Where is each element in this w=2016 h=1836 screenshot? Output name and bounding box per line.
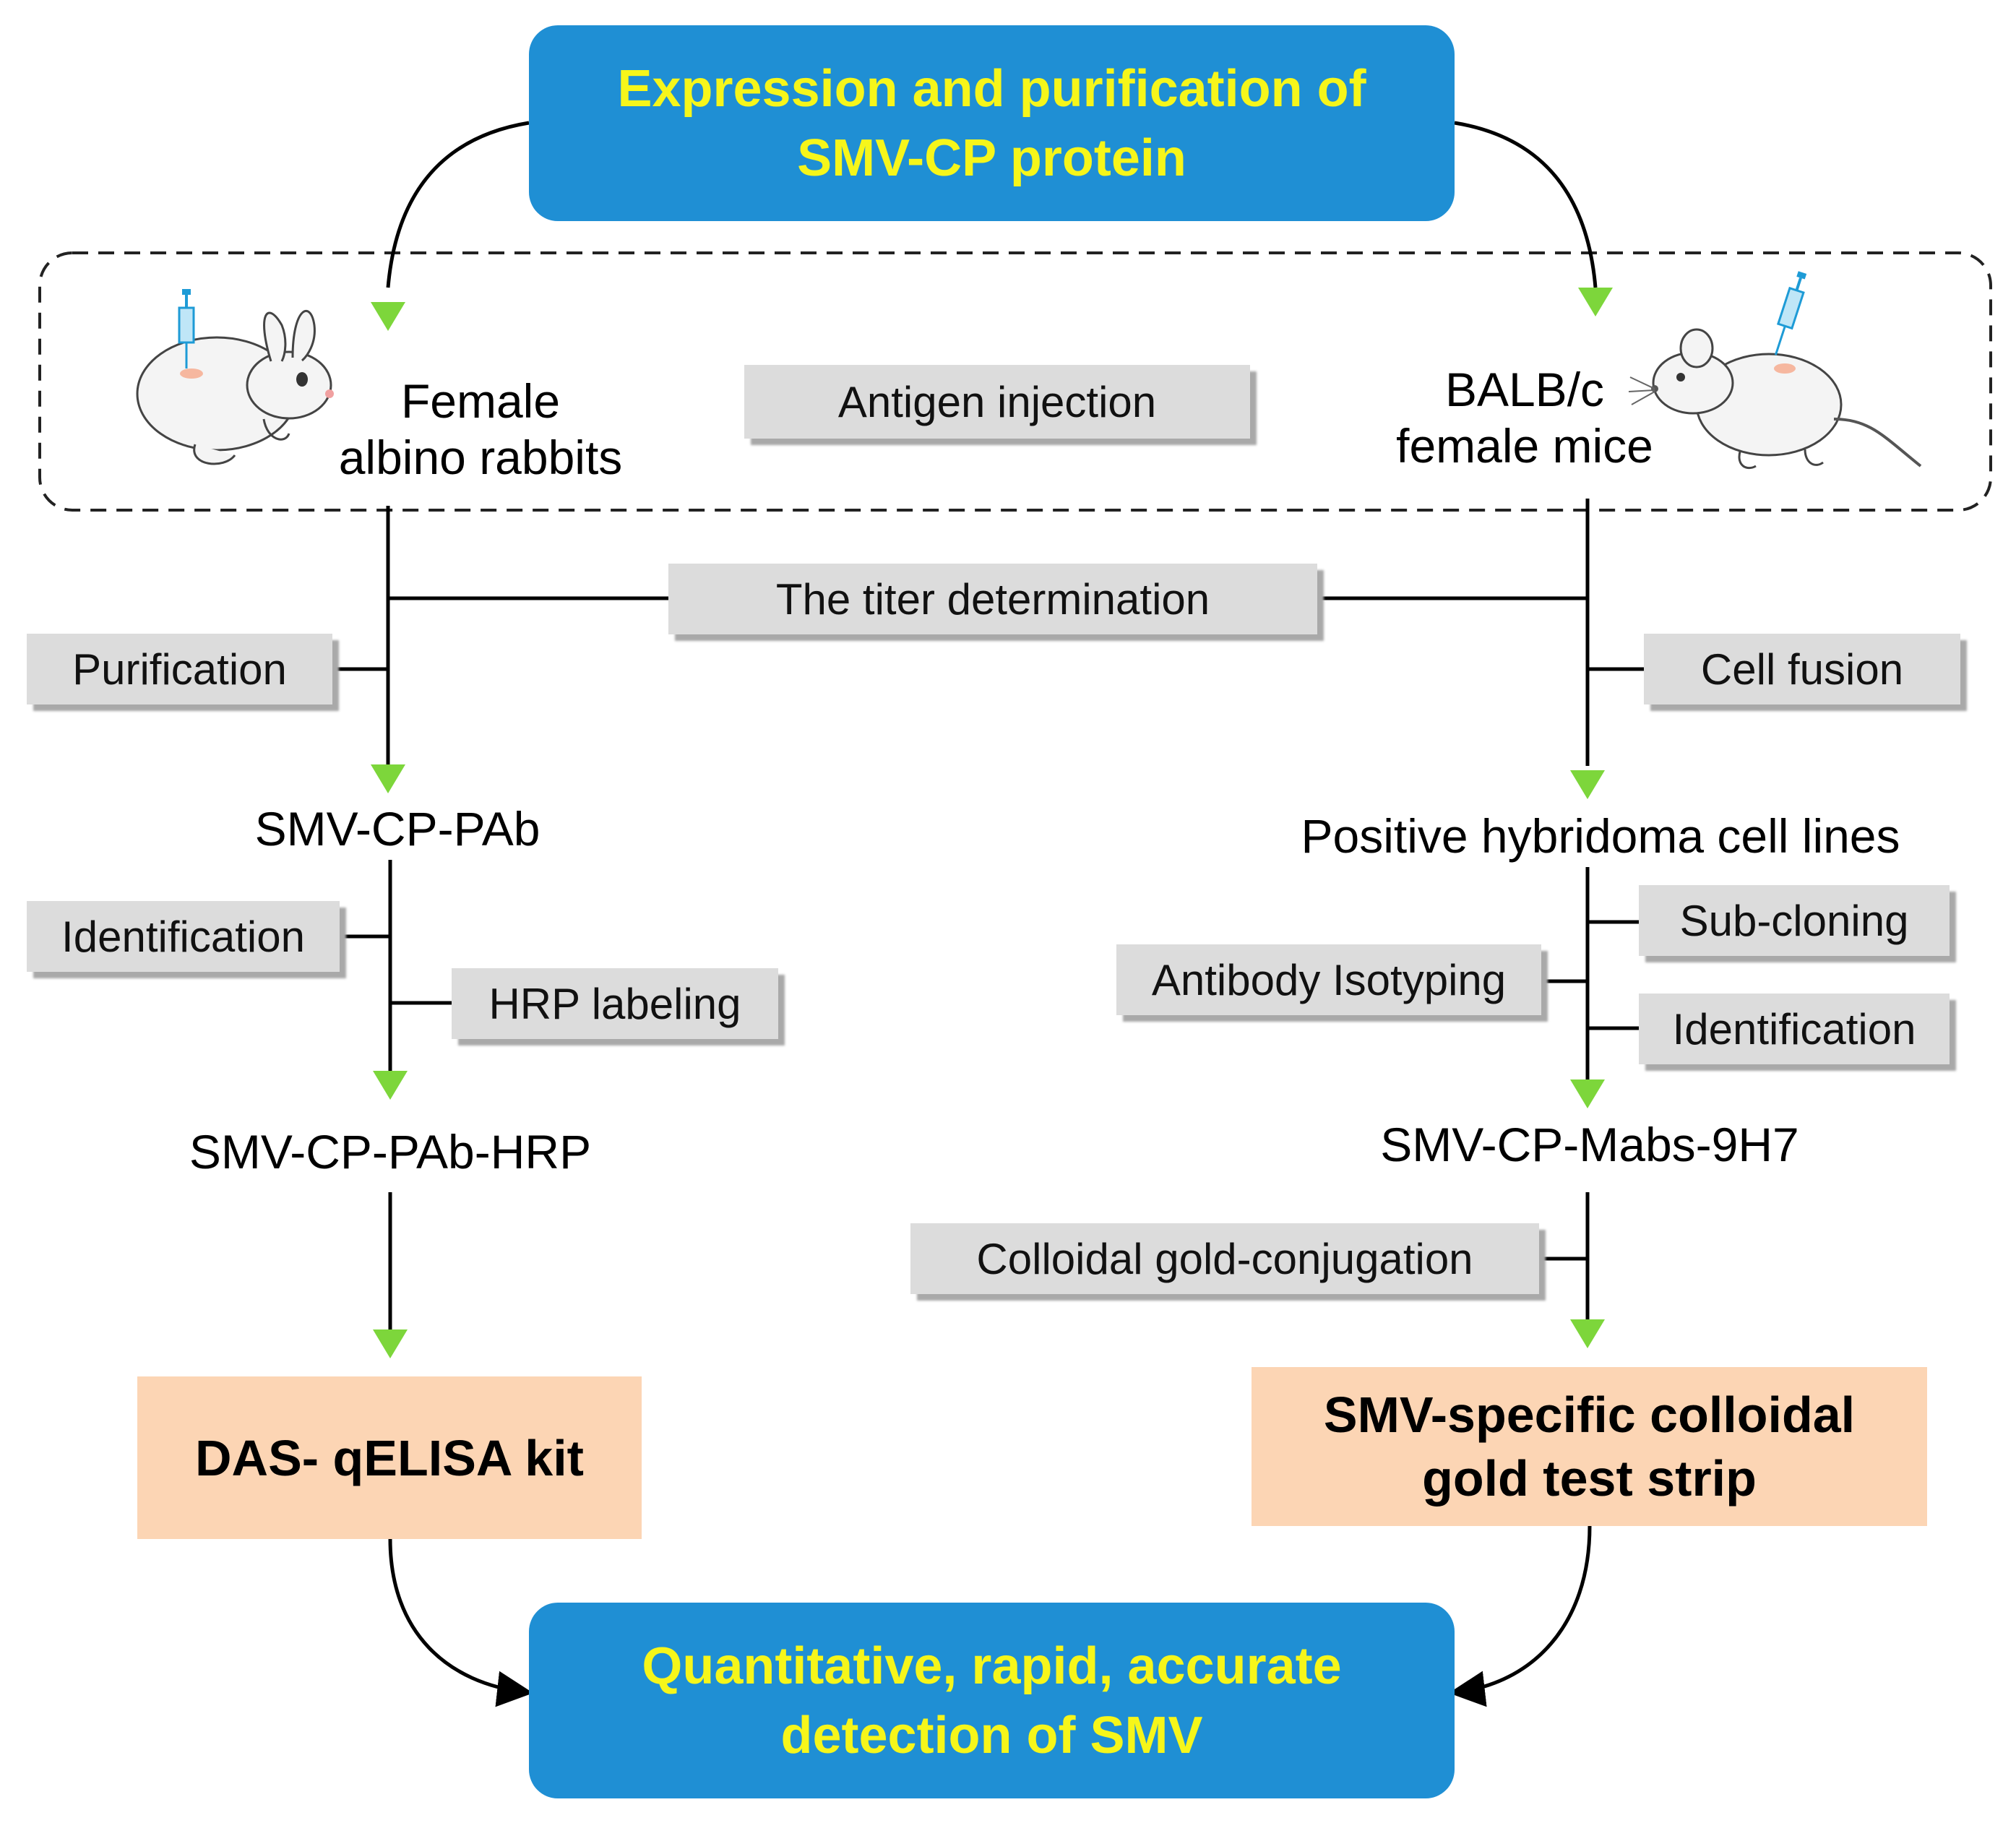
mouse-icon — [1628, 328, 1922, 470]
arrowhead-right-1 — [1578, 288, 1613, 316]
titer-determination-step: The titer determination — [668, 564, 1317, 634]
pab-node: SMV-CP-PAb — [254, 802, 540, 855]
mabs-node: SMV-CP-Mabs-9H7 — [1380, 1118, 1799, 1171]
test-strip-box: SMV-specific colloidal gold test strip — [1252, 1367, 1927, 1526]
curve-top-right — [1454, 121, 1598, 288]
cell-fusion-label: Cell fusion — [1700, 645, 1904, 694]
arrowhead-left-1 — [371, 302, 405, 331]
syringe-icon — [178, 289, 195, 369]
purification-label: Purification — [72, 645, 287, 694]
antigen-injection-step: Antigen injection — [744, 365, 1250, 439]
hybridoma-node: Positive hybridoma cell lines — [1301, 809, 1900, 863]
gold-conjugation-label: Colloidal gold-conjugation — [976, 1234, 1473, 1283]
arrowhead-left-3 — [373, 1071, 408, 1100]
curve-bottom-left — [388, 1538, 533, 1707]
isotyping-step: Antibody Isotyping — [1116, 944, 1541, 1015]
titer-determination-label: The titer determination — [775, 574, 1210, 624]
hrp-labeling-label: HRP labeling — [488, 979, 741, 1028]
left-identification-step: Identification — [27, 901, 340, 972]
injection-region — [38, 251, 1992, 512]
right-animal-label: BALB/c female mice — [1396, 363, 1653, 473]
subcloning-step: Sub-cloning — [1639, 885, 1950, 956]
antigen-injection-label: Antigen injection — [837, 377, 1157, 426]
arrowhead-right-3 — [1570, 1079, 1605, 1108]
top-process-text: Expression and purification of SMV-CP pr… — [617, 59, 1366, 187]
top-process-box: Expression and purification of SMV-CP pr… — [529, 25, 1455, 221]
purification-step: Purification — [27, 634, 332, 704]
rabbit-icon — [136, 310, 334, 465]
hrp-labeling-step: HRP labeling — [452, 968, 778, 1039]
bottom-result-text: Quantitative, rapid, accurate detection … — [642, 1637, 1342, 1764]
curve-top-left — [386, 121, 530, 288]
test-strip-label: SMV-specific colloidal gold test strip — [1323, 1387, 1856, 1507]
subcloning-label: Sub-cloning — [1679, 896, 1909, 945]
left-animal-label: Female albino rabbits — [338, 374, 623, 484]
right-identification-label: Identification — [1672, 1004, 1916, 1053]
right-identification-step: Identification — [1639, 994, 1950, 1064]
bottom-result-box: Quantitative, rapid, accurate detection … — [529, 1603, 1455, 1798]
elisa-kit-label: DAS- qELISA kit — [195, 1429, 584, 1486]
arrowhead-left-4 — [373, 1329, 408, 1358]
gold-conjugation-step: Colloidal gold-conjugation — [910, 1223, 1539, 1294]
pab-hrp-node: SMV-CP-PAb-HRP — [189, 1125, 592, 1178]
arrowhead-left-2 — [371, 764, 405, 793]
curve-bottom-right — [1449, 1525, 1592, 1707]
elisa-kit-box: DAS- qELISA kit — [137, 1376, 642, 1539]
isotyping-label: Antibody Isotyping — [1151, 955, 1507, 1004]
left-identification-label: Identification — [61, 912, 305, 961]
arrowhead-right-4 — [1570, 1319, 1605, 1348]
arrowhead-right-2 — [1570, 770, 1605, 799]
syringe-icon — [1774, 271, 1807, 355]
cell-fusion-step: Cell fusion — [1644, 634, 1960, 704]
